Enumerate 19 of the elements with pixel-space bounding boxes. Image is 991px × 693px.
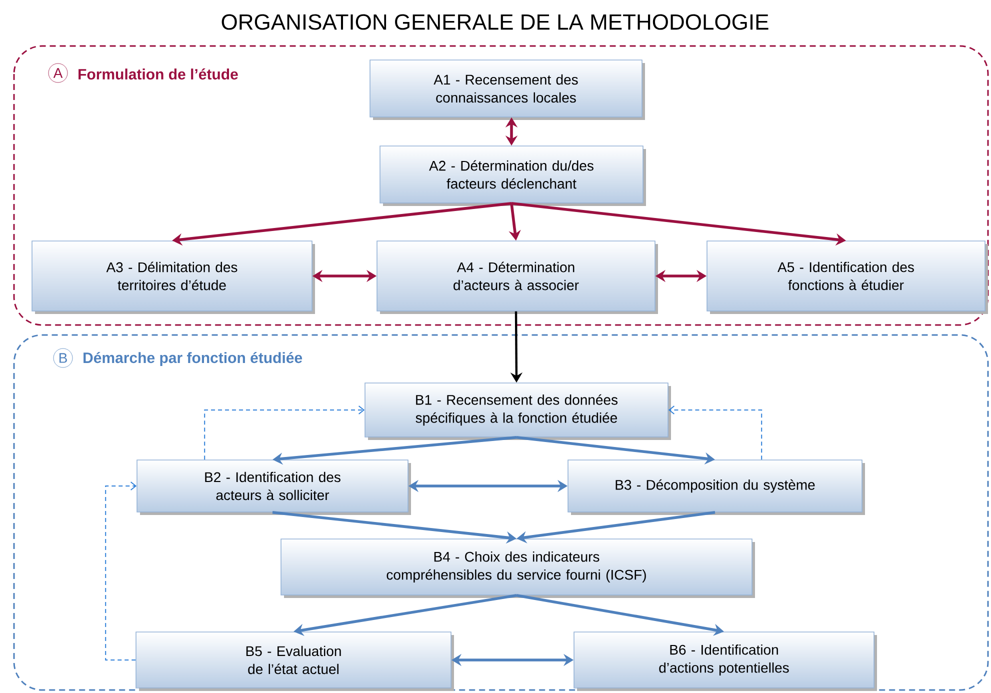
process-box: B5 - Evaluation de l’état actuel bbox=[136, 632, 454, 691]
process-box: B2 - Identification des acteurs à solliciter bbox=[136, 460, 411, 515]
process-box: A2 - Détermination du/des facteurs déclenchant bbox=[380, 146, 646, 206]
process-box: B6 - Identification d’actions potentielles bbox=[574, 632, 877, 691]
circled-letter: B bbox=[53, 348, 73, 368]
group-heading: Formulation de l’étude bbox=[78, 68, 238, 80]
arrow bbox=[204, 406, 365, 460]
arrow bbox=[668, 406, 762, 460]
process-box: B3 - Décomposition du système bbox=[568, 460, 865, 515]
process-box: A3 - Délimitation des territoires d’étude bbox=[32, 240, 315, 314]
group-heading: Démarche par fonction étudiée bbox=[84, 352, 302, 366]
process-box: A1 - Recensement des connaissances locales bbox=[370, 60, 645, 120]
process-box: A4 - Détermination d’acteurs à associer bbox=[376, 240, 658, 314]
title: ORGANISATION GENERALE DE LA METHODOLOGIE bbox=[222, 14, 768, 30]
process-box: B1 - Recensement des données spécifiques à la fonction étudiée bbox=[364, 382, 671, 440]
process-box: B4 - Choix des indicateurs compréhensibles du service fourni (ICSF) bbox=[280, 538, 755, 598]
circled-letter: A bbox=[48, 63, 68, 83]
arrow bbox=[105, 482, 137, 660]
process-box: A5 - Identification des fonctions à étudier bbox=[706, 240, 988, 314]
